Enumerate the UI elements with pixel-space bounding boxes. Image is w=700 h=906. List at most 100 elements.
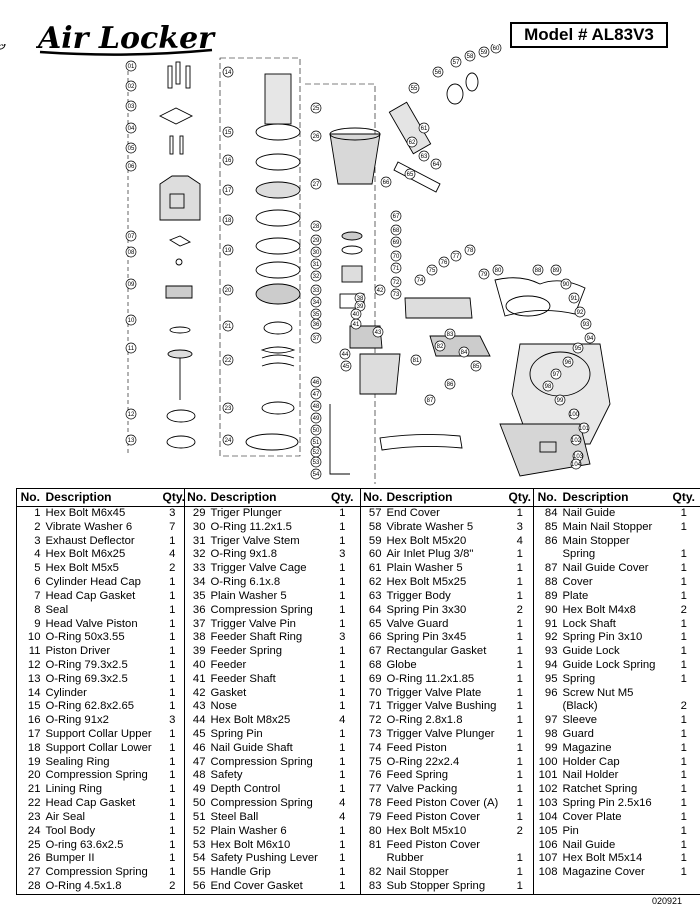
part-qty: 1 <box>169 741 176 754</box>
part-callout: 43 <box>372 326 384 338</box>
part-qty: 1 <box>169 672 176 685</box>
part-callout: 34 <box>310 296 322 308</box>
part-callout: 32 <box>310 270 322 282</box>
part-number: 56 <box>184 879 209 895</box>
part-callout: 100 <box>568 408 580 420</box>
part-number: 42 <box>184 686 209 701</box>
part-qty: 1 <box>516 645 523 658</box>
callout-label: 88 <box>535 268 542 274</box>
part-number: 82 <box>360 866 385 880</box>
callout-label: 58 <box>467 54 474 60</box>
part-callout: 52 <box>310 446 322 458</box>
part-description: Trigger Valve Plate <box>386 686 482 699</box>
part-qty: 4 <box>516 534 523 547</box>
part-qty: 1 <box>339 520 346 533</box>
part-description: Head Valve Piston <box>45 617 138 630</box>
part-number: 35 <box>184 589 209 604</box>
part-qty: 1 <box>516 783 523 796</box>
part-callout: 51 <box>310 436 322 448</box>
part-callouts: 0102030405060708091011121314151617181920… <box>0 44 596 480</box>
part-number: 89 <box>533 589 561 604</box>
part-number: 108 <box>533 866 561 880</box>
part-qty: 1 <box>680 589 687 602</box>
callout-label: 44 <box>342 352 349 358</box>
part-callout: 20 <box>222 284 234 296</box>
callout-label: 31 <box>313 262 320 268</box>
part-qty: 1 <box>680 672 687 685</box>
part-number: 61 <box>360 562 385 577</box>
part-number: 27 <box>27 866 41 879</box>
part-description: Gasket <box>210 686 247 699</box>
callout-label: 19 <box>225 248 232 254</box>
part-number: 41 <box>184 672 209 687</box>
part-qty: 1 <box>339 645 346 658</box>
callout-label: 65 <box>407 172 414 178</box>
callout-label: 93 <box>583 322 590 328</box>
part-number: 48 <box>184 769 209 784</box>
part-callout: 72 <box>390 276 402 288</box>
part-number: 18 <box>27 741 41 754</box>
part-number: 3 <box>34 534 41 547</box>
callout-label: 99 <box>557 398 564 404</box>
callout-label: 12 <box>128 412 135 418</box>
part-callout: 59 <box>478 46 490 58</box>
parts-table-header-row: No. Description Qty. No. Description Qty… <box>16 488 700 507</box>
part-qty: 2 <box>169 880 176 893</box>
part-qty: 1 <box>339 562 346 575</box>
callout-label: 74 <box>417 278 424 284</box>
part-number: 2 <box>34 520 41 533</box>
part-qty: 1 <box>680 755 687 768</box>
part-description: Sleeve <box>562 714 598 727</box>
callout-label: 28 <box>313 224 320 230</box>
header-description: Description <box>43 488 161 507</box>
part-qty: 1 <box>516 769 523 782</box>
callout-label: 77 <box>453 254 460 260</box>
callout-label: 84 <box>461 350 468 356</box>
part-number: 88 <box>533 576 561 590</box>
part-description: Rectangular Gasket <box>386 645 487 658</box>
callout-label: 37 <box>313 336 320 342</box>
part-qty: 1 <box>516 880 523 893</box>
callout-label: 07 <box>128 234 135 240</box>
part-number: 31 <box>184 534 209 549</box>
part-callout: 71 <box>390 262 402 274</box>
part-callout: 13 <box>125 434 137 446</box>
part-qty: 1 <box>516 672 523 685</box>
part-qty: 1 <box>169 686 176 699</box>
part-description: Triger Valve Stem <box>210 534 300 547</box>
part-description: Feeder Spring <box>210 645 283 658</box>
part-callout: 53 <box>310 456 322 468</box>
part-description: Compression Spring <box>210 797 313 810</box>
callout-label: 29 <box>313 238 320 244</box>
part-callout: 31 <box>310 258 322 270</box>
part-qty: 1 <box>339 617 346 630</box>
part-callout: 11 <box>125 342 137 354</box>
part-description: O-Ring 22x2.4 <box>386 755 460 768</box>
part-number: 33 <box>184 562 209 577</box>
header-qty: Qty. <box>506 488 534 507</box>
part-qty: 7 <box>169 520 176 533</box>
part-description: Plain Washer 5 <box>386 562 463 575</box>
part-qty: 4 <box>169 548 176 561</box>
part-number: 39 <box>184 645 209 659</box>
part-qty: 1 <box>516 797 523 810</box>
part-callout: 29 <box>310 234 322 246</box>
callout-label: 97 <box>553 372 560 378</box>
part-qty: 1 <box>680 520 687 533</box>
callout-label: 17 <box>225 188 232 194</box>
callout-label: 82 <box>437 344 444 350</box>
part-description: Tool Body <box>45 824 96 837</box>
part-number: 6 <box>34 576 41 589</box>
header-no: No. <box>184 488 209 507</box>
part-description: Feed Spring <box>386 769 449 782</box>
part-qty: 1 <box>339 824 346 837</box>
part-qty: 1 <box>680 576 687 589</box>
part-description: Exhaust Deflector <box>45 534 135 547</box>
callout-label: 102 <box>571 438 582 444</box>
part-qty: 4 <box>339 714 346 727</box>
part-callout: 40 <box>350 308 362 320</box>
part-number: 64 <box>360 603 385 618</box>
